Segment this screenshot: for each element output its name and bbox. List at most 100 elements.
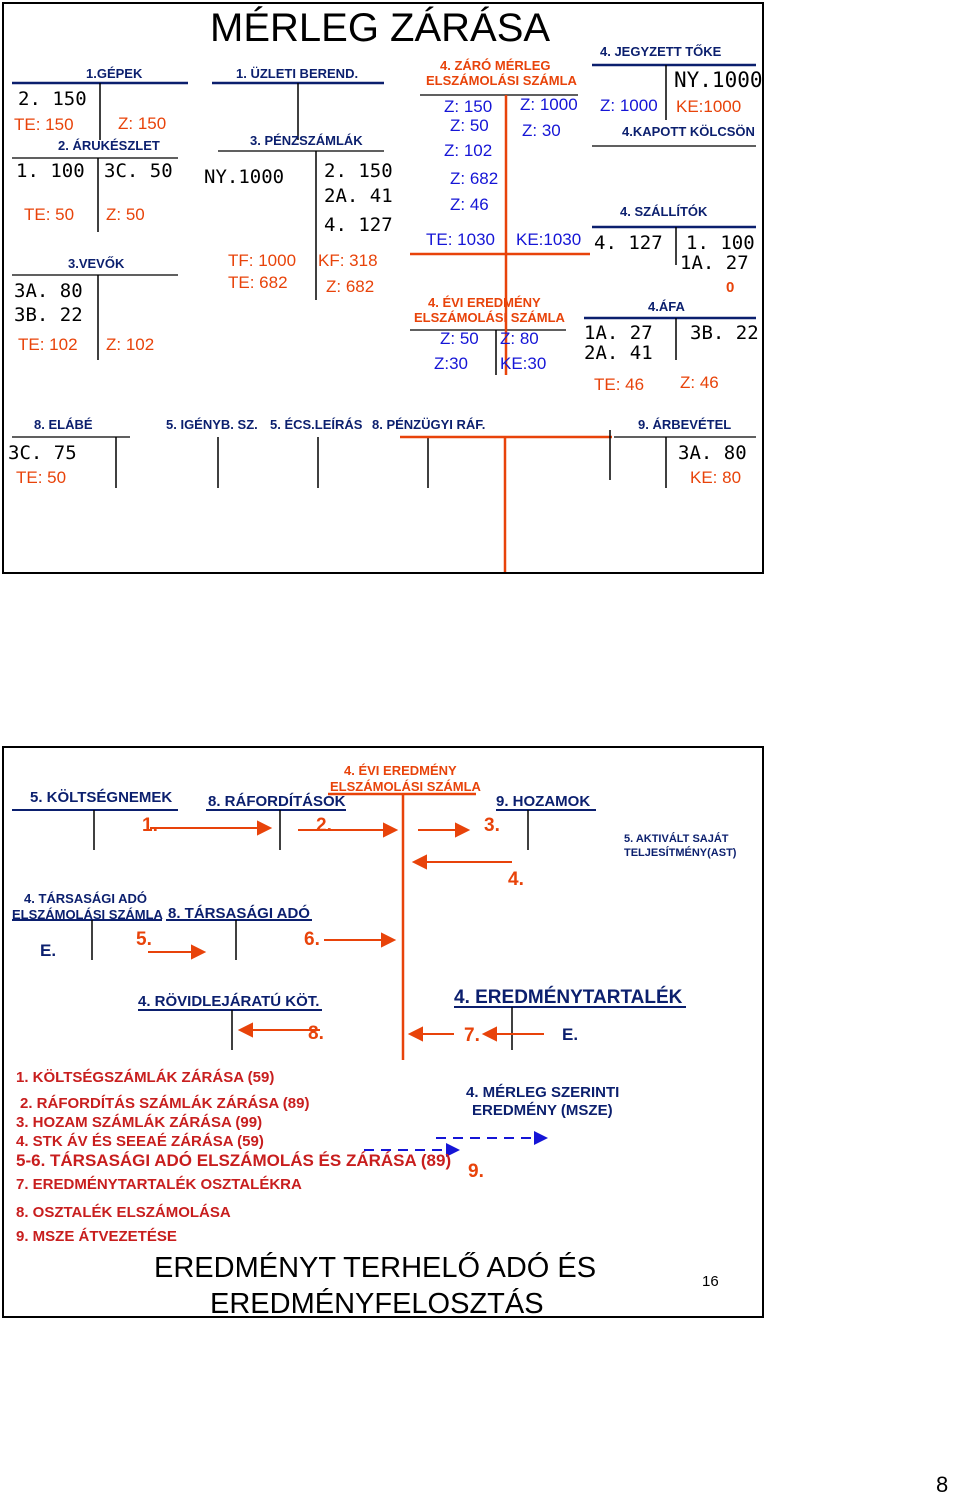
elabe-l1: 3C. 75 xyxy=(8,442,77,464)
szallitok-title: 4. SZÁLLÍTÓK xyxy=(620,204,708,219)
igenyb-title: 5. IGÉNYB. SZ. xyxy=(166,417,258,432)
szallitok-r1: 1. 100 xyxy=(686,232,755,254)
zaro-l5: Z: 46 xyxy=(450,195,489,214)
step-3: 3. xyxy=(484,815,500,836)
arukeszlet-l2: TE: 50 xyxy=(24,205,75,224)
zaro-te: TE: 1030 xyxy=(426,230,495,249)
tarsasagi-ado-title: 8. TÁRSASÁGI ADÓ xyxy=(168,905,310,922)
raforditasok-title: 8. RÁFORDÍTÁSOK xyxy=(208,793,346,810)
list-item-8: 9. MSZE ÁTVEZETÉSE xyxy=(16,1228,177,1245)
penzszamlak-r5: Z: 682 xyxy=(326,277,375,296)
vevok-l2: 3B. 22 xyxy=(14,304,83,326)
afa-r1: 3B. 22 xyxy=(690,322,759,344)
list-item-3: 3. HOZAM SZÁMLÁK ZÁRÁSA (99) xyxy=(16,1114,263,1131)
arukeszlet-r2: Z: 50 xyxy=(106,205,145,224)
gepek-l1: 2. 150 xyxy=(18,88,87,110)
zaro-r1: Z: 1000 xyxy=(520,95,578,114)
penzszamlak-title: 3. PÉNZSZÁMLÁK xyxy=(250,133,363,148)
zaro-l4: Z: 682 xyxy=(450,169,499,188)
zaro-title-1: 4. ZÁRÓ MÉRLEG xyxy=(440,58,551,73)
evi-r1: Z: 80 xyxy=(500,329,539,348)
gepek-title: 1.GÉPEK xyxy=(86,66,143,81)
evi-r2: KE:30 xyxy=(500,354,547,373)
penzszamlak-r4: KF: 318 xyxy=(318,251,378,270)
step-1: 1. xyxy=(142,815,158,836)
szallitok-r2: 1A. 27 xyxy=(680,252,749,274)
list-item-7: 8. OSZTALÉK ELSZÁMOLÁSA xyxy=(16,1204,231,1221)
vevok-title: 3.VEVŐK xyxy=(68,256,125,271)
koltsegnemek-title: 5. KÖLTSÉGNEMEK xyxy=(30,789,173,806)
list-item-4: 4. STK ÁV ÉS SEEAÉ ZÁRÁSA (59) xyxy=(16,1133,264,1150)
step-4: 4. xyxy=(508,869,524,890)
hozamok-title: 9. HOZAMOK xyxy=(496,793,591,810)
eredmenytartalek-title: 4. EREDMÉNYTARTALÉK xyxy=(454,987,683,1008)
zaro-l1: Z: 150 xyxy=(444,97,493,116)
evi-l1: Z: 50 xyxy=(440,329,479,348)
list-item-5: 5-6. TÁRSASÁGI ADÓ ELSZÁMOLÁS ÉS ZÁRÁSA … xyxy=(16,1151,452,1170)
e-label-2: E. xyxy=(562,1025,579,1044)
gepek-r1: Z: 150 xyxy=(118,114,167,133)
step-7: 7. xyxy=(464,1025,480,1046)
slide-2 xyxy=(2,746,764,1318)
arukeszlet-r1: 3C. 50 xyxy=(104,160,173,182)
step-9: 9. xyxy=(468,1161,484,1182)
elabe-l2: TE: 50 xyxy=(16,468,67,487)
kapott-title: 4.KAPOTT KÖLCSÖN xyxy=(622,124,755,139)
slide-page-number: 16 xyxy=(702,1273,719,1290)
penzszamlak-l2: TF: 1000 xyxy=(228,251,297,270)
step-5: 5. xyxy=(136,929,152,950)
arbevetel-r1: 3A. 80 xyxy=(678,442,747,464)
arbevetel-r2: KE: 80 xyxy=(690,468,742,487)
list-item-2: 2. RÁFORDÍTÁS SZÁMLÁK ZÁRÁSA (89) xyxy=(20,1095,310,1112)
tarsasagi-elsz-title-1: 4. TÁRSASÁGI ADÓ xyxy=(24,891,148,906)
szallitok-l1: 4. 127 xyxy=(594,232,663,254)
arbevetel-title: 9. ÁRBEVÉTEL xyxy=(638,417,732,432)
e-label-1: E. xyxy=(40,941,57,960)
page-number: 8 xyxy=(936,1472,949,1497)
penzszamlak-l1: NY.1000 xyxy=(204,166,285,188)
s2-evi-title-1: 4. ÉVI EREDMÉNY xyxy=(344,763,457,778)
msze-title-2: EREDMÉNY (MSZE) xyxy=(472,1102,613,1119)
rovid-title: 4. RÖVIDLEJÁRATÚ KÖT. xyxy=(138,993,320,1010)
penzszamlak-r2: 2A. 41 xyxy=(324,185,393,207)
afa-r2: Z: 46 xyxy=(680,373,719,392)
evi-title-2: ELSZÁMOLÁSI SZÁMLA xyxy=(414,310,565,325)
jegyzett-title: 4. JEGYZETT TŐKE xyxy=(600,44,722,59)
szallitok-r3: 0 xyxy=(726,279,735,296)
elabe-title: 8. ELÁBÉ xyxy=(34,417,93,432)
footer-title-1: EREDMÉNYT TERHELŐ ADÓ ÉS xyxy=(154,1252,597,1284)
afa-l2: 2A. 41 xyxy=(584,342,653,364)
afa-l3: TE: 46 xyxy=(594,375,645,394)
afa-title: 4.ÁFA xyxy=(648,299,685,314)
jegyzett-r1: NY.1000 xyxy=(674,68,763,92)
zaro-l2: Z: 50 xyxy=(450,116,489,135)
jegyzett-r2: KE:1000 xyxy=(676,97,742,116)
aktivalt-title-1: 5. AKTIVÁLT SAJÁT xyxy=(624,833,729,845)
ecs-title: 5. ÉCS.LEÍRÁS xyxy=(270,417,363,432)
arukeszlet-l1: 1. 100 xyxy=(16,160,85,182)
penzszamlak-l3: TE: 682 xyxy=(228,273,288,292)
vevok-l3: TE: 102 xyxy=(18,335,78,354)
zaro-ke: KE:1030 xyxy=(516,230,582,249)
zaro-l3: Z: 102 xyxy=(444,141,493,160)
penzugyi-title: 8. PÉNZÜGYI RÁF. xyxy=(372,417,486,432)
list-item-6: 7. EREDMÉNYTARTALÉK OSZTALÉKRA xyxy=(16,1176,302,1193)
footer-title-2: EREDMÉNYFELOSZTÁS xyxy=(210,1288,544,1320)
step-8: 8. xyxy=(308,1023,324,1044)
penzszamlak-r3: 4. 127 xyxy=(324,214,393,236)
jegyzett-l1: Z: 1000 xyxy=(600,96,658,115)
step-2: 2. xyxy=(316,815,332,836)
slide-title: MÉRLEG ZÁRÁSA xyxy=(210,6,551,50)
zaro-r2: Z: 30 xyxy=(522,121,561,140)
list-item-1: 1. KÖLTSÉGSZÁMLÁK ZÁRÁSA (59) xyxy=(16,1069,275,1086)
tarsasagi-elsz-title-2: ELSZÁMOLÁSI SZÁMLA xyxy=(12,907,163,922)
slide-1 xyxy=(2,2,764,574)
evi-l2: Z:30 xyxy=(434,354,469,373)
gepek-l2: TE: 150 xyxy=(14,115,74,134)
penzszamlak-r1: 2. 150 xyxy=(324,160,393,182)
evi-title-1: 4. ÉVI EREDMÉNY xyxy=(428,295,541,310)
msze-title-1: 4. MÉRLEG SZERINTI xyxy=(466,1084,620,1101)
afa-l1: 1A. 27 xyxy=(584,322,653,344)
step-6: 6. xyxy=(304,929,320,950)
